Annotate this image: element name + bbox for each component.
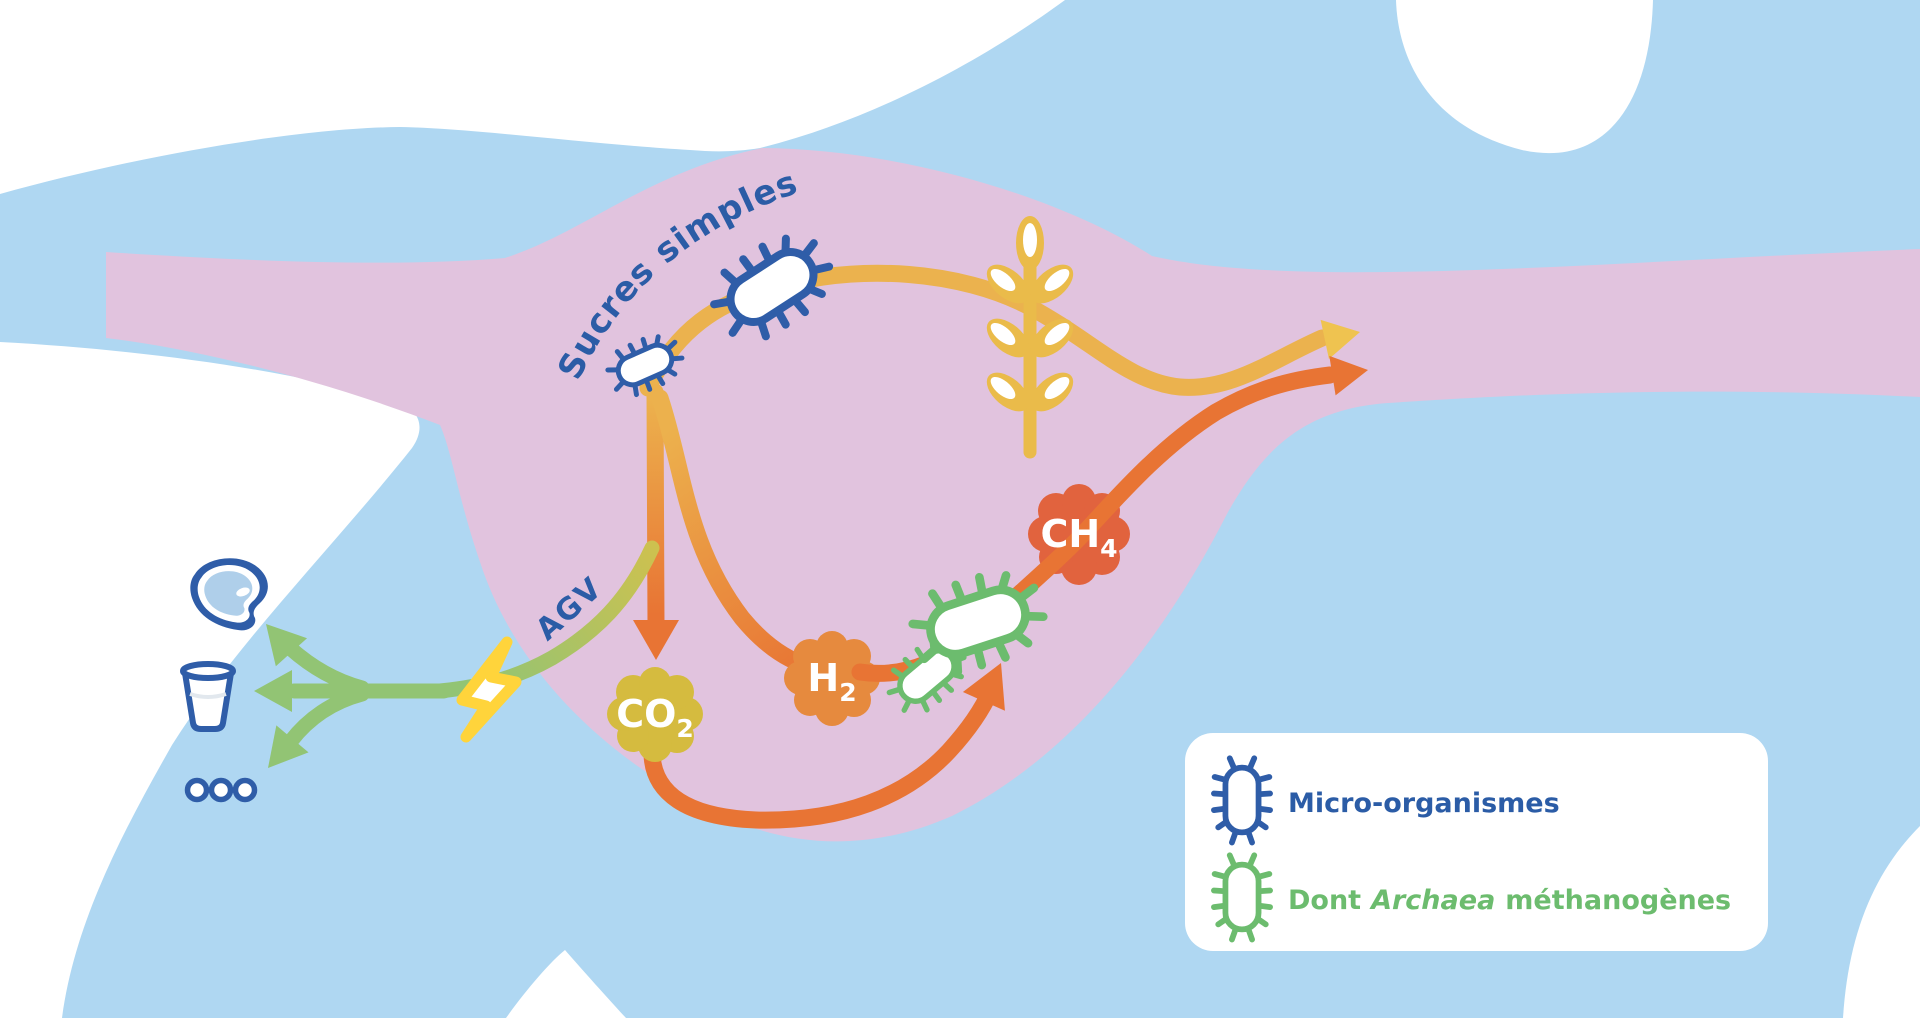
cutout-top-right xyxy=(1396,0,1653,154)
flow-co2-arrowhead xyxy=(633,620,679,660)
co2-cloud xyxy=(607,667,703,762)
h2-cloud xyxy=(784,631,880,726)
flow-ch4-arrowhead xyxy=(1329,355,1368,396)
h2-label: H2 xyxy=(807,656,856,707)
co2-label: CO2 xyxy=(616,692,694,743)
lightning-bolt-icon xyxy=(456,636,522,743)
milk-glass-icon xyxy=(180,661,236,732)
products-branch-arrows xyxy=(282,640,452,749)
cutout-legs-notch xyxy=(506,950,626,1018)
flow-co2-line xyxy=(646,383,665,634)
cutout-bottom-right xyxy=(1843,826,1920,1018)
products-branch-arrowheads xyxy=(254,624,309,768)
legend-micro-organismes: Micro-organismes xyxy=(1288,788,1560,819)
cutout-top-left xyxy=(0,0,1065,194)
ch4-label: CH4 xyxy=(1040,512,1117,563)
legend-box xyxy=(1185,733,1768,951)
flow-loop-arrowhead xyxy=(962,663,1005,711)
ellipsis-dots-icon xyxy=(184,777,258,803)
branch-down xyxy=(283,686,370,749)
rumen-blob xyxy=(106,148,1920,842)
flow-sugars-arrowhead xyxy=(1320,319,1360,360)
steak-icon xyxy=(190,558,268,631)
wheat-icon xyxy=(986,216,1074,459)
flow-loop-line xyxy=(643,681,1000,829)
